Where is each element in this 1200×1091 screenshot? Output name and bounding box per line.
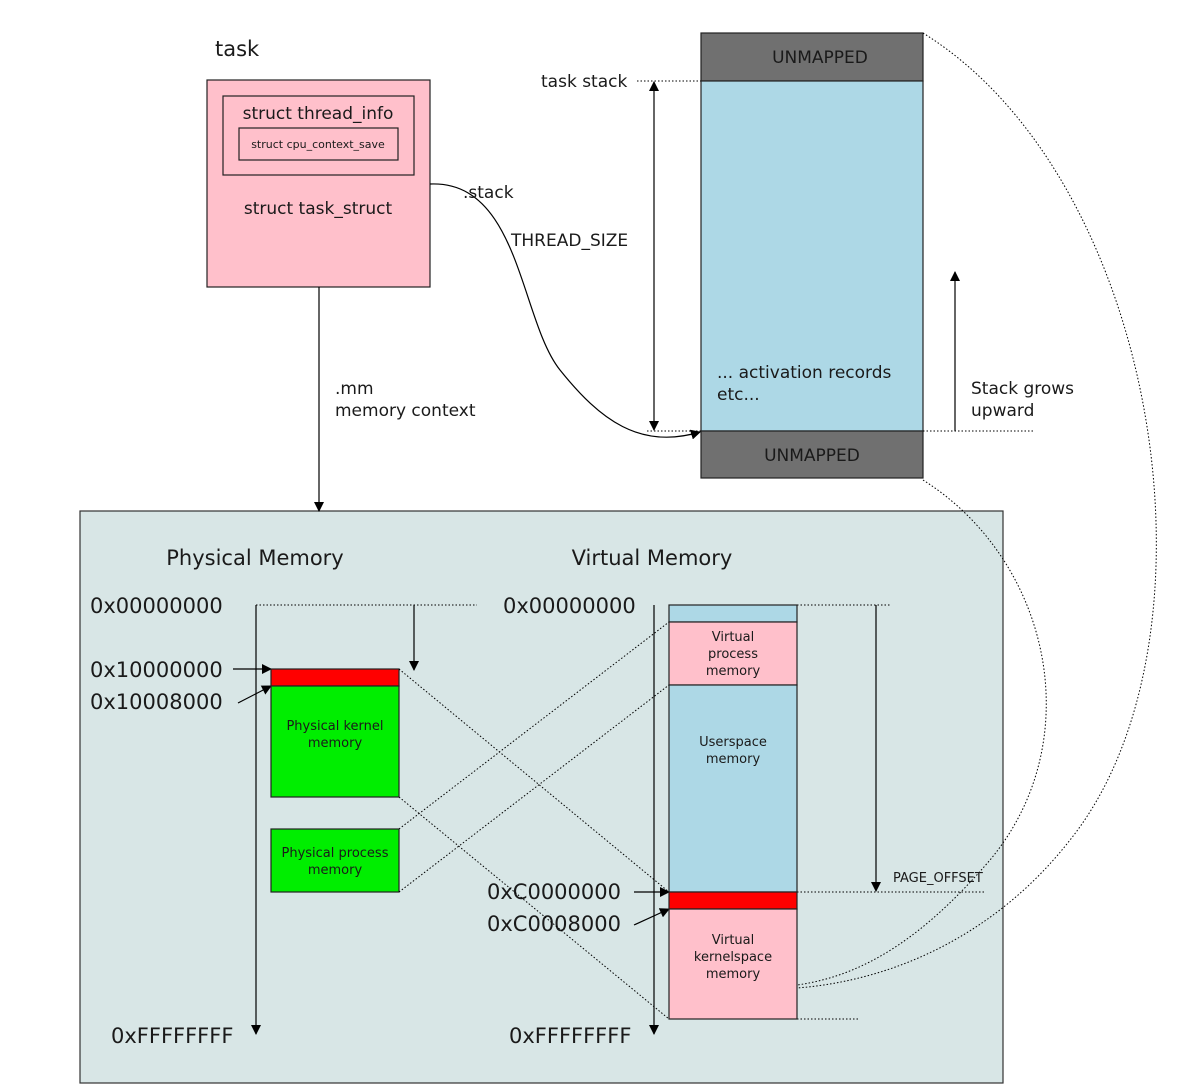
phys-addr-end: 0xFFFFFFFF [111,1024,233,1048]
virt-process-label-1: Virtual [712,630,754,645]
phys-kernel-memory [270,685,400,798]
virt-addr-end: 0xFFFFFFFF [509,1024,631,1048]
phys-addr-kernel8000: 0x10008000 [90,690,223,714]
stack-pointer-label: .stack [463,183,514,203]
thread-size-label: THREAD_SIZE [510,231,628,251]
physical-memory-title: Physical Memory [166,546,344,570]
virt-kernel-label-2: kernelspace [694,950,772,965]
memory-context-label: memory context [335,401,476,421]
kernel-map-line-bottom [398,796,670,1020]
phys-kernel8000-pointer [237,685,272,704]
virt-kernel-label-1: Virtual [712,933,754,948]
stack-bottom-mapping-curve [796,479,1047,986]
virt-process-label-3: memory [706,664,761,679]
virt-top-sliver [668,604,798,623]
virtual-memory-title: Virtual Memory [572,546,733,570]
phys-kernel-label-2: memory [308,736,363,751]
virt-process-memory [668,621,798,686]
unmapped-bottom-label: UNMAPPED [764,446,860,466]
userspace-label-2: memory [706,752,761,767]
virt-process-label-2: process [708,647,758,662]
stack-region [700,80,924,432]
userspace-label-1: Userspace [699,735,767,750]
unmapped-bottom [700,430,924,479]
phys-kernel-label-1: Physical kernel [286,719,383,734]
stack-pointer-curve [429,183,701,440]
virt-kernel8000-pointer [633,908,670,926]
activation-records-label: ... activation records [717,363,892,383]
phys-kernel-red-band [270,668,400,687]
virt-addr-kernel: 0xC0000000 [487,880,621,904]
phys-process-memory [270,828,400,893]
process-map-line-top [398,621,670,830]
activation-etc-label: etc... [717,385,760,405]
virt-kernel-label-3: memory [706,967,761,982]
kernel-map-line-top [398,668,670,893]
phys-process-label-2: memory [308,863,363,878]
unmapped-top-label: UNMAPPED [772,48,868,68]
virt-addr-start: 0x00000000 [503,594,636,618]
virt-kernel-memory [668,908,798,1020]
page-offset-label: PAGE_OFFSET [893,871,983,886]
stack-grows-label: Stack grows [971,379,1074,399]
phys-addr-kernel: 0x10000000 [90,658,223,682]
cpu-context-label: struct cpu_context_save [251,138,385,151]
unmapped-top [700,32,924,82]
thread-info-label: struct thread_info [243,104,394,124]
memory-context-panel [79,510,1004,1084]
phys-addr-start: 0x00000000 [90,594,223,618]
userspace-memory [668,684,798,893]
stack-upward-label: upward [971,401,1034,421]
task-stack-label: task stack [541,72,627,92]
process-map-line-bottom [398,684,670,893]
mm-label: .mm [335,379,374,399]
task-title: task [215,37,260,61]
cpu-context-box [238,127,399,161]
phys-process-label-1: Physical process [282,846,389,861]
virt-kernel-red-band [668,891,798,910]
task-struct-label: struct task_struct [244,199,393,219]
